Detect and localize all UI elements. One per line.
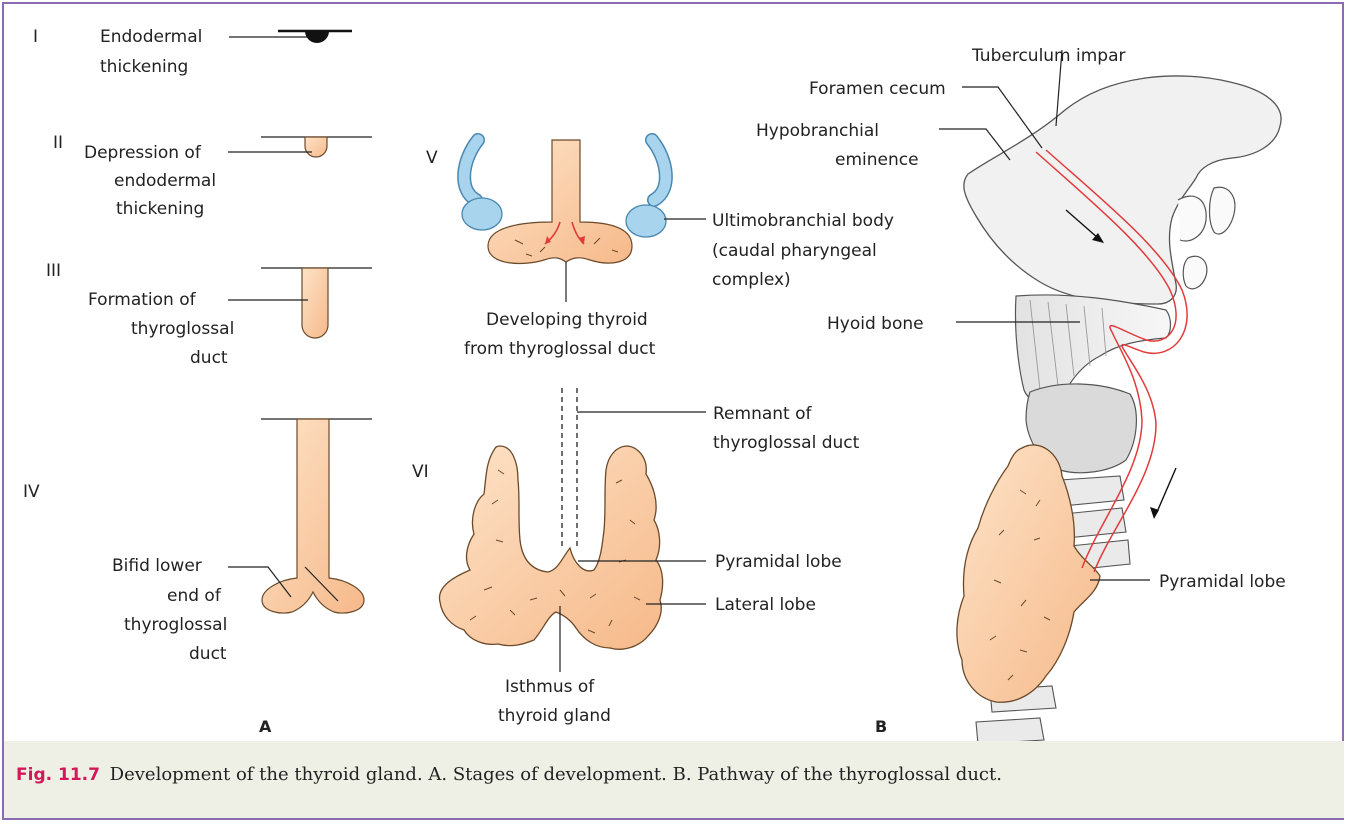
stage-label-line: Bifid lower — [112, 556, 202, 576]
depression — [305, 137, 327, 157]
stage-label-line: Endodermal — [100, 27, 202, 47]
stage-1: I Endodermal thickening — [33, 27, 352, 77]
ultimobranchial-body-left — [462, 198, 502, 230]
pyramidal-lobe-label: Pyramidal lobe — [1159, 572, 1286, 592]
thyroid-gland — [439, 446, 662, 649]
ultimobranchial-label-line: Ultimobranchial body — [712, 211, 894, 231]
isthmus-label-line: thyroid gland — [498, 706, 611, 726]
panel-b: Tuberculum impar Foramen cecum Hypobranc… — [756, 46, 1286, 774]
cartilage — [1210, 187, 1235, 234]
endodermal-thickening — [305, 31, 329, 43]
stage-numeral: II — [53, 133, 63, 153]
stage-label-line: thickening — [116, 199, 204, 219]
hypobranchial-label-line: eminence — [835, 150, 919, 170]
ultimobranchial-label-line: complex) — [712, 270, 791, 290]
stage-label-line: thyroglossal — [131, 319, 234, 339]
stage-label-line: end of — [167, 586, 222, 606]
stage-label-line: duct — [189, 644, 227, 664]
epiglottis — [1178, 196, 1206, 241]
stage-4: IV Bifid lower end of thyroglossal duct — [23, 419, 372, 664]
lateral-lobe-label: Lateral lobe — [715, 595, 816, 615]
direction-arrow — [1157, 468, 1176, 512]
tongue — [964, 76, 1281, 304]
figure-number: Fig. 11.7 — [16, 765, 100, 785]
tuberculum-impar-label: Tuberculum impar — [971, 46, 1126, 66]
stage-6: VI Remnant of thyroglossal duct Pyramida… — [412, 388, 860, 726]
panel-letter: B — [875, 717, 887, 736]
stage-label-line: thyroglossal — [124, 615, 227, 635]
foramen-cecum-label: Foramen cecum — [809, 79, 946, 99]
stage-label-line: Formation of — [88, 290, 197, 310]
hyoid-bone-label: Hyoid bone — [827, 314, 924, 334]
bifid-duct — [262, 419, 364, 613]
cartilage — [1183, 256, 1207, 289]
stage-numeral: V — [426, 148, 438, 168]
stage-label-line: duct — [190, 348, 228, 368]
caption-text: Development of the thyroid gland. A. Sta… — [110, 764, 1002, 785]
hypobranchial-label-line: Hypobranchial — [756, 121, 879, 141]
remnant-label-line: Remnant of — [713, 404, 813, 424]
isthmus-label-line: Isthmus of — [505, 677, 595, 697]
developing-thyroid-label-line: Developing thyroid — [486, 310, 648, 330]
stage-3: III Formation of thyroglossal duct — [46, 261, 372, 368]
ultimobranchial-body-right — [626, 205, 666, 237]
stage-label-line: Depression of — [84, 143, 202, 163]
panel-letter: A — [259, 717, 272, 736]
stage-5: V Ultimobranchial body (caudal pharyngea… — [426, 140, 894, 359]
stage-numeral: VI — [412, 462, 429, 482]
stage-2: II Depression of endodermal thickening — [53, 133, 372, 219]
remnant-label-line: thyroglossal duct — [713, 433, 860, 453]
thyroglossal-duct — [302, 268, 328, 338]
developing-thyroid-label-line: from thyroglossal duct — [464, 339, 656, 359]
stage-label-line: thickening — [100, 57, 188, 77]
stage-label-line: endodermal — [114, 171, 216, 191]
ultimobranchial-label-line: (caudal pharyngeal — [712, 241, 877, 261]
figure-caption: Fig. 11.7 Development of the thyroid gla… — [4, 741, 1344, 818]
stage-numeral: III — [46, 261, 61, 281]
developing-thyroid — [488, 140, 632, 263]
pyramidal-lobe-label: Pyramidal lobe — [715, 552, 842, 572]
stage-numeral: I — [33, 27, 38, 47]
stage-numeral: IV — [23, 482, 40, 502]
